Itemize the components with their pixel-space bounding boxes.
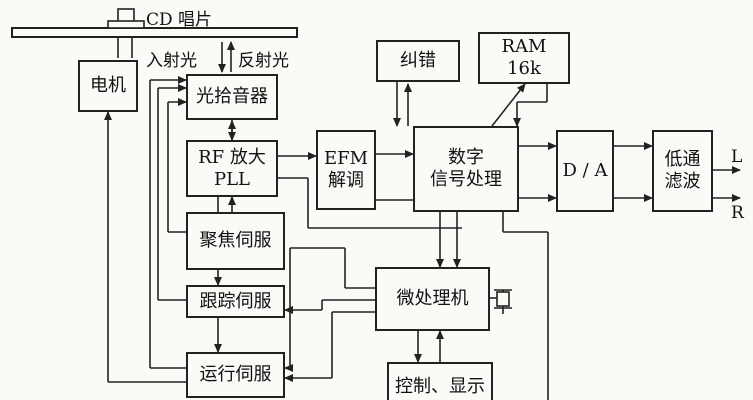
lowpass-filter-block: 低通 滤波 bbox=[652, 130, 713, 212]
reflected-light-label: 反射光 bbox=[238, 51, 289, 71]
cd-clamp bbox=[117, 8, 135, 23]
cd-disc-label: CD 唱片 bbox=[146, 10, 213, 30]
ram-block: RAM 16k bbox=[478, 32, 570, 84]
crystal-oscillator-icon bbox=[494, 289, 512, 309]
tracking-servo-block: 跟踪伺服 bbox=[186, 285, 285, 318]
dac-block: D / A bbox=[556, 130, 614, 212]
rf-amp-pll-block: RF 放大 PLL bbox=[186, 140, 278, 197]
right-output-label: R bbox=[731, 203, 744, 223]
motor-block: 电机 bbox=[78, 60, 138, 112]
drive-servo-block: 运行伺服 bbox=[186, 352, 285, 398]
dsp-block: 数字 信号处理 bbox=[413, 126, 519, 212]
error-correction-block: 纠错 bbox=[376, 40, 460, 82]
efm-demod-block: EFM 解调 bbox=[316, 130, 376, 210]
cd-disc bbox=[11, 27, 298, 38]
pickup-block: 光拾音器 bbox=[186, 74, 278, 120]
incident-light-label: 入射光 bbox=[146, 51, 197, 71]
focus-servo-block: 聚焦伺服 bbox=[186, 212, 285, 270]
microprocessor-block: 微处理机 bbox=[375, 267, 490, 331]
left-output-label: L bbox=[731, 147, 743, 167]
control-display-block: 控制、显示 bbox=[387, 362, 493, 400]
cd-clamp-base bbox=[107, 20, 145, 29]
